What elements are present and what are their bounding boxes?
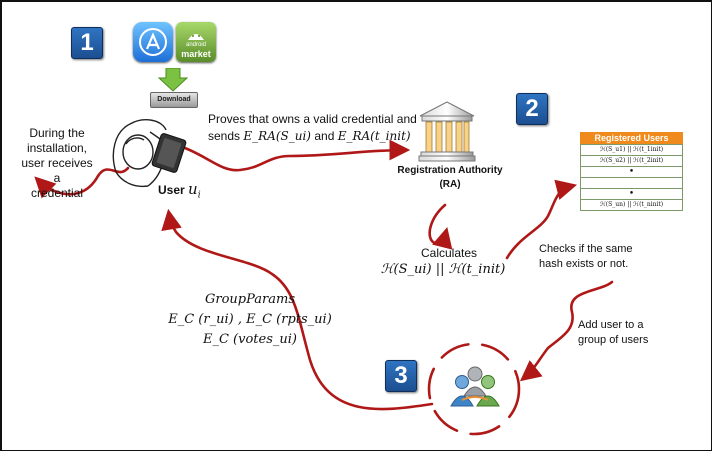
- group-params-line-2: E_C (r_ui) , E_C (rpts_ui): [168, 312, 332, 327]
- android-market-icon: android market: [176, 22, 216, 62]
- arrow-group-to-user: [161, 208, 434, 411]
- arrow-user-to-note: [34, 166, 130, 199]
- table-row: ℋ(S_u2) || ℋ(t_2init): [580, 156, 683, 167]
- calculates-label: Calculates: [420, 246, 478, 260]
- add-user-text: Add user to a group of users: [578, 318, 678, 348]
- proves-expr-2: E_RA(t_init): [337, 129, 411, 143]
- left-note-line-2: installation,: [26, 141, 88, 155]
- step-1-badge: 1: [71, 27, 103, 59]
- arrow-user-to-ra: [183, 139, 411, 172]
- table-row: [580, 178, 683, 189]
- add-user-line-1: Add user to a: [578, 319, 644, 331]
- group-dashed-circle: [427, 342, 521, 436]
- left-note-line-4: credential: [30, 186, 84, 200]
- arrow-check-to-group: [519, 280, 614, 382]
- app-store-icon: [133, 22, 173, 62]
- table-row: ℋ(S_u1) || ℋ(t_1init): [580, 144, 683, 156]
- left-note: During the installation, user receives a…: [17, 126, 97, 201]
- user-label-symbol: u: [188, 180, 198, 198]
- download-arrow-icon: [158, 68, 188, 92]
- ra-name: Registration Authority: [397, 165, 503, 176]
- registered-users-title: Registered Users: [580, 132, 683, 144]
- registered-users-table: Registered Users ℋ(S_u1) || ℋ(t_1init) ℋ…: [580, 132, 683, 211]
- table-row: •: [580, 189, 683, 200]
- group-params-line-3: E_C (votes_ui): [202, 332, 297, 347]
- ra-label: Registration Authority (RA): [396, 164, 504, 192]
- step-2-badge: 2: [516, 93, 548, 125]
- add-user-line-2: group of users: [578, 334, 649, 346]
- group-users-icon: [450, 366, 500, 407]
- proves-text: Proves that owns a valid credential and …: [208, 112, 438, 144]
- checks-line-1: Checks if the same: [539, 243, 633, 255]
- arrow-calc-to-table: [505, 179, 578, 260]
- android-market-top: android: [185, 42, 206, 48]
- user-figure: [112, 119, 187, 188]
- table-row: •: [580, 167, 683, 178]
- step-3-badge: 3: [385, 360, 417, 392]
- group-params-title: GroupParams: [205, 292, 295, 307]
- checks-text: Checks if the same hash exists or not.: [539, 242, 659, 272]
- left-note-line-3: user receives a: [21, 156, 93, 185]
- proves-line-1: Proves that owns a valid credential and: [208, 112, 417, 126]
- calculates-formula: ℋ(S_ui) || ℋ(t_init): [380, 262, 506, 277]
- left-note-line-1: During the: [29, 126, 85, 140]
- user-label-sub: i: [197, 190, 201, 201]
- registration-authority-building-icon: [418, 101, 476, 162]
- proves-sends: sends: [208, 129, 241, 143]
- ra-abbr: (RA): [439, 179, 461, 190]
- proves-and: and: [314, 129, 335, 143]
- proves-expr-1: E_RA(S_ui): [243, 129, 311, 143]
- download-button: Download: [150, 92, 198, 108]
- user-label: User ui: [158, 180, 201, 200]
- group-params: GroupParams E_C (r_ui) , E_C (rpts_ui) E…: [150, 290, 350, 350]
- checks-line-2: hash exists or not.: [539, 258, 629, 270]
- table-row: ℋ(S_un) || ℋ(t_ninit): [580, 200, 683, 211]
- user-label-prefix: User: [158, 183, 189, 197]
- android-market-bottom: market: [181, 49, 211, 59]
- arrow-ra-to-calc: [428, 203, 453, 250]
